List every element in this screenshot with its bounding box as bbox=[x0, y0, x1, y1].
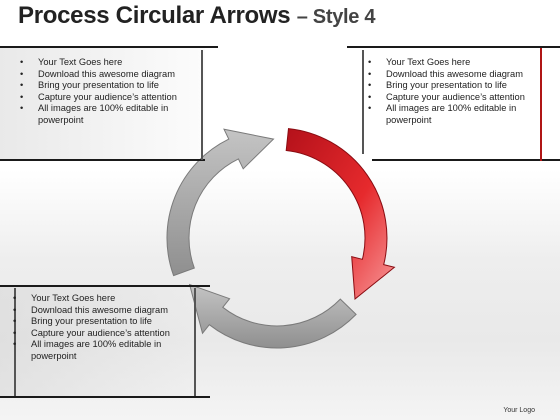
list-item: All images are 100% editable in powerpoi… bbox=[5, 339, 193, 362]
list-item: Download this awesome diagram bbox=[12, 69, 202, 81]
list-item: Your Text Goes here bbox=[360, 57, 538, 69]
top-left-bottom-rule bbox=[0, 159, 205, 161]
list-item: All images are 100% editable in powerpoi… bbox=[12, 103, 202, 126]
top-right-red-divider bbox=[540, 48, 542, 161]
page-title: Process Circular Arrows – Style 4 bbox=[18, 2, 375, 30]
top-right-text-box: Your Text Goes here Download this awesom… bbox=[360, 57, 538, 127]
list-item: Capture your audience’s attention bbox=[360, 92, 538, 104]
bottom-left-rule bbox=[0, 285, 210, 287]
list-item: Capture your audience’s attention bbox=[12, 92, 202, 104]
list-item: Bring your presentation to life bbox=[5, 316, 193, 328]
list-item: Capture your audience’s attention bbox=[5, 328, 193, 340]
list-item: Download this awesome diagram bbox=[360, 69, 538, 81]
bottom-left-divider bbox=[194, 288, 196, 396]
bottom-left-bottom-rule bbox=[0, 396, 210, 398]
bottom-left-text-box: Your Text Goes here Download this awesom… bbox=[5, 293, 193, 363]
top-left-divider bbox=[201, 50, 203, 160]
top-left-rule bbox=[0, 46, 218, 48]
title-subtitle: – Style 4 bbox=[296, 6, 376, 28]
title-main: Process Circular Arrows bbox=[18, 2, 291, 29]
gray-arrow-left bbox=[166, 128, 275, 277]
list-item: Your Text Goes here bbox=[12, 57, 202, 69]
top-left-text-box: Your Text Goes here Download this awesom… bbox=[12, 57, 202, 127]
logo-text: Your Logo bbox=[503, 407, 535, 414]
list-item: Your Text Goes here bbox=[5, 293, 193, 305]
list-item: Download this awesome diagram bbox=[5, 305, 193, 317]
gray-arrow-bottom bbox=[188, 283, 357, 349]
top-right-bottom-rule bbox=[372, 159, 560, 161]
top-right-rule bbox=[347, 46, 560, 48]
list-item: Bring your presentation to life bbox=[12, 80, 202, 92]
list-item: All images are 100% editable in powerpoi… bbox=[360, 103, 538, 126]
list-item: Bring your presentation to life bbox=[360, 80, 538, 92]
red-arrow-right bbox=[285, 128, 396, 300]
